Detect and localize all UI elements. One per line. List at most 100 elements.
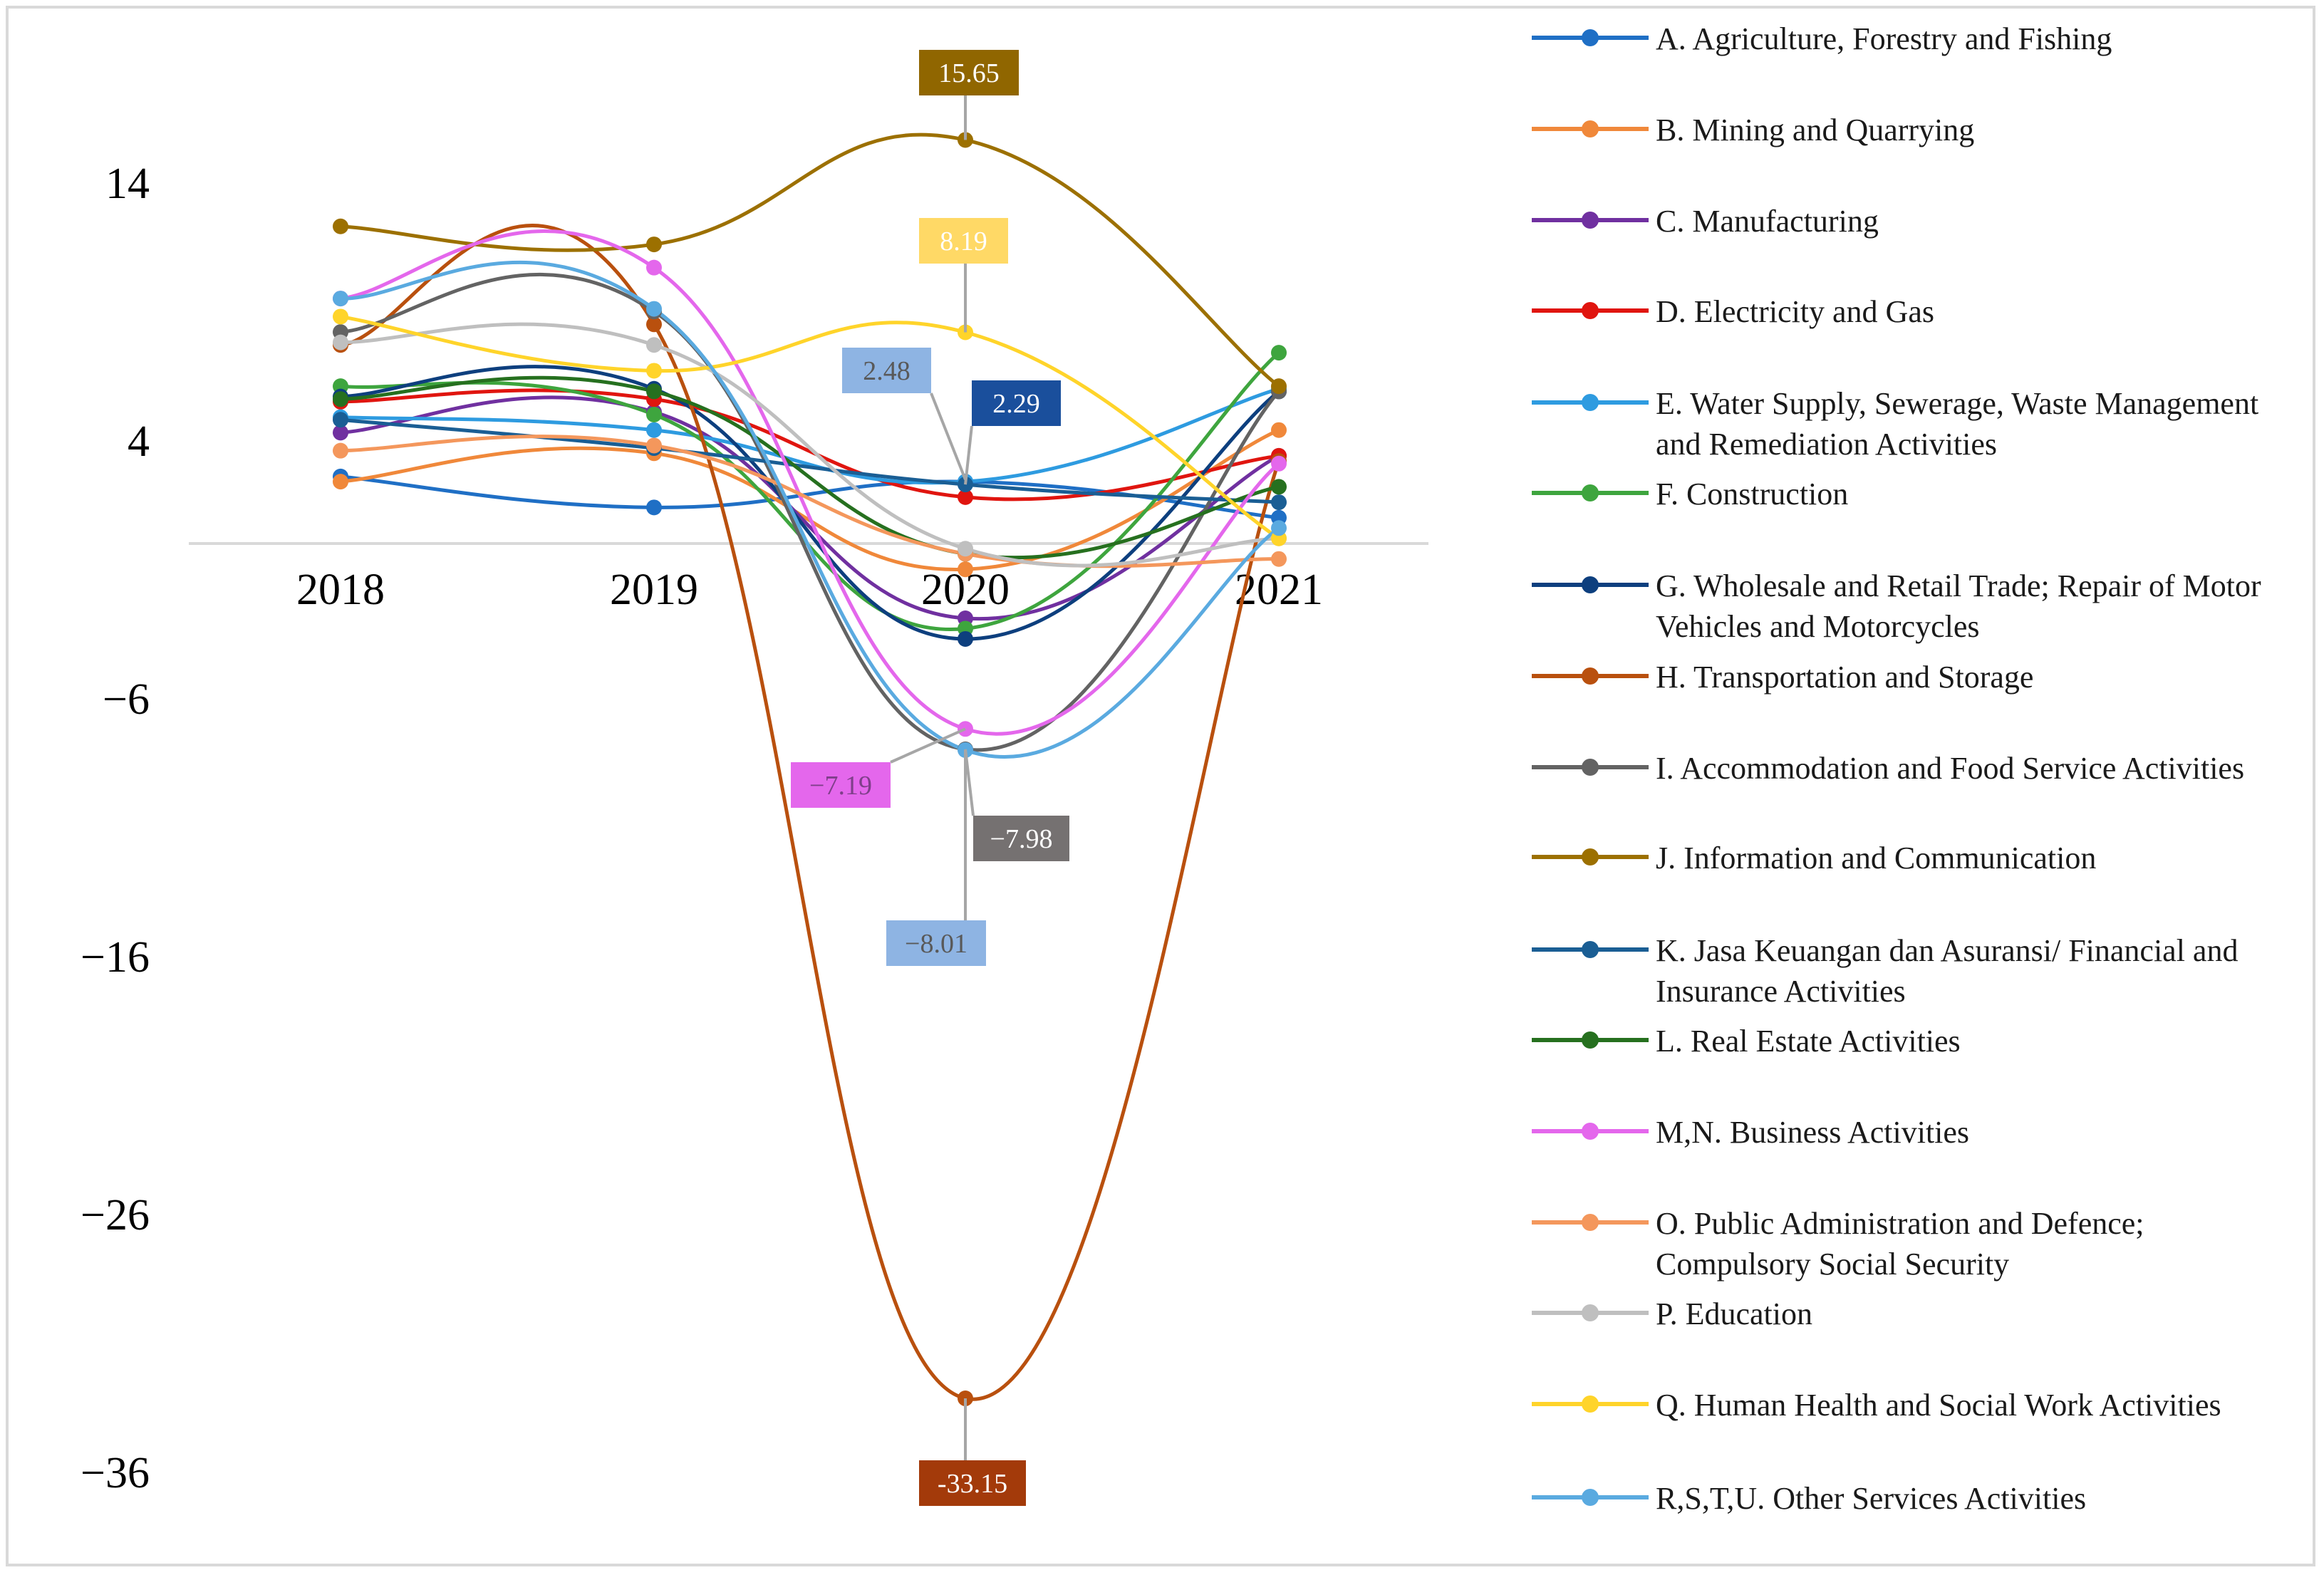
data-point bbox=[646, 236, 662, 253]
legend-swatch bbox=[1532, 291, 1649, 328]
legend-item: P. Education bbox=[1532, 1294, 2297, 1334]
data-labels: 15.658.192.482.29−7.19−7.98−8.01-33.15 bbox=[791, 50, 1069, 1506]
data-point bbox=[646, 422, 662, 438]
y-tick-label: −36 bbox=[81, 1449, 150, 1497]
legend-swatch bbox=[1532, 930, 1649, 967]
series-line bbox=[340, 375, 1280, 560]
series-line bbox=[340, 261, 1280, 759]
legend-item: G. Wholesale and Retail Trade; Repair of… bbox=[1532, 566, 2297, 647]
legend-label: G. Wholesale and Retail Trade; Repair of… bbox=[1656, 568, 2261, 644]
legend-swatch bbox=[1532, 1478, 1649, 1515]
data-point bbox=[646, 259, 662, 276]
data-point bbox=[333, 218, 348, 234]
series-line bbox=[340, 224, 1281, 1401]
data-point bbox=[1271, 494, 1287, 511]
legend-swatch bbox=[1532, 1294, 1649, 1331]
series-line bbox=[340, 435, 1280, 568]
legend-label: B. Mining and Quarrying bbox=[1656, 113, 1975, 147]
data-point bbox=[1271, 520, 1287, 536]
data-point bbox=[646, 499, 662, 516]
x-tick-label: 2019 bbox=[610, 566, 698, 614]
data-label-box bbox=[973, 816, 1069, 861]
legend-item: M,N. Business Activities bbox=[1532, 1112, 2297, 1153]
legend-label: P. Education bbox=[1656, 1296, 1812, 1331]
series-line bbox=[340, 388, 1280, 501]
legend-item: Q. Human Health and Social Work Activiti… bbox=[1532, 1385, 2297, 1425]
data-label-box bbox=[791, 762, 891, 808]
data-point bbox=[333, 425, 348, 441]
legend-swatch bbox=[1532, 1385, 1649, 1422]
legend-label: M,N. Business Activities bbox=[1656, 1115, 1970, 1150]
data-label-text: 15.65 bbox=[938, 58, 1000, 88]
legend-swatch bbox=[1532, 474, 1649, 511]
series-line bbox=[340, 417, 1280, 504]
data-point bbox=[1271, 455, 1287, 472]
legend-label: K. Jasa Keuangan dan Asuransi/ Financial… bbox=[1656, 933, 2239, 1009]
legend-item: C. Manufacturing bbox=[1532, 201, 2297, 241]
legend-label: C. Manufacturing bbox=[1656, 204, 1879, 239]
data-point bbox=[958, 630, 973, 647]
data-point bbox=[333, 308, 348, 325]
data-label-leader bbox=[930, 393, 967, 480]
legend-swatch bbox=[1532, 566, 1649, 603]
data-point bbox=[1271, 422, 1287, 438]
x-tick-label: 2018 bbox=[296, 566, 385, 614]
data-label-leader bbox=[964, 425, 973, 485]
data-point bbox=[646, 407, 662, 422]
data-label-box bbox=[919, 50, 1019, 95]
legend-label: A. Agriculture, Forestry and Fishing bbox=[1656, 21, 2112, 56]
series-line bbox=[340, 229, 1280, 736]
legend-label: Q. Human Health and Social Work Activiti… bbox=[1656, 1388, 2221, 1423]
legend-swatch bbox=[1532, 748, 1649, 785]
series-line bbox=[340, 351, 1280, 632]
y-tick-label: −16 bbox=[81, 933, 150, 982]
legend-item: L. Real Estate Activities bbox=[1532, 1021, 2297, 1061]
data-point bbox=[646, 337, 662, 353]
data-point bbox=[333, 474, 348, 490]
legend-swatch bbox=[1532, 1203, 1649, 1240]
legend-label: H. Transportation and Storage bbox=[1656, 660, 2034, 695]
legend-item: E. Water Supply, Sewerage, Waste Managem… bbox=[1532, 383, 2297, 464]
data-label-box bbox=[919, 1460, 1026, 1506]
data-label-text: −8.01 bbox=[905, 929, 968, 959]
legend-swatch bbox=[1532, 657, 1649, 694]
legend-item: F. Construction bbox=[1532, 474, 2297, 514]
data-point bbox=[1271, 479, 1287, 495]
data-label-text: −7.98 bbox=[990, 824, 1053, 854]
legend-swatch bbox=[1532, 383, 1649, 420]
legend-label: E. Water Supply, Sewerage, Waste Managem… bbox=[1656, 386, 2259, 462]
data-point bbox=[333, 391, 348, 407]
data-point bbox=[1271, 345, 1287, 361]
legend-label: L. Real Estate Activities bbox=[1656, 1024, 1961, 1059]
legend-item: R,S,T,U. Other Services Activities bbox=[1532, 1478, 2297, 1519]
y-tick-label: 14 bbox=[105, 160, 150, 208]
legend-label: R,S,T,U. Other Services Activities bbox=[1656, 1481, 2087, 1516]
legend-label: D. Electricity and Gas bbox=[1656, 294, 1934, 329]
legend-item: D. Electricity and Gas bbox=[1532, 291, 2297, 332]
series-markers bbox=[333, 132, 1287, 1407]
legend-item: A. Agriculture, Forestry and Fishing bbox=[1532, 19, 2297, 59]
data-label-box bbox=[886, 920, 986, 966]
legend-item: B. Mining and Quarrying bbox=[1532, 110, 2297, 150]
data-label-text: 2.48 bbox=[863, 356, 911, 386]
data-label-box bbox=[842, 348, 931, 393]
legend-item: H. Transportation and Storage bbox=[1532, 657, 2297, 697]
data-point bbox=[1271, 551, 1287, 567]
legend-swatch bbox=[1532, 1021, 1649, 1058]
data-point bbox=[1271, 378, 1287, 395]
legend-label: F. Construction bbox=[1656, 477, 1849, 511]
data-point bbox=[958, 489, 973, 505]
legend-item: O. Public Administration and Defence; Co… bbox=[1532, 1203, 2297, 1284]
data-label-box bbox=[919, 218, 1008, 264]
legend-swatch bbox=[1532, 110, 1649, 147]
legend-item: J. Information and Communication bbox=[1532, 838, 2297, 878]
data-point bbox=[958, 561, 973, 578]
y-tick-label: −6 bbox=[103, 675, 150, 724]
data-point bbox=[646, 363, 662, 379]
data-point bbox=[646, 316, 662, 333]
legend-label: J. Information and Communication bbox=[1656, 841, 2097, 875]
data-label-leader bbox=[890, 727, 966, 764]
data-point bbox=[333, 442, 348, 459]
